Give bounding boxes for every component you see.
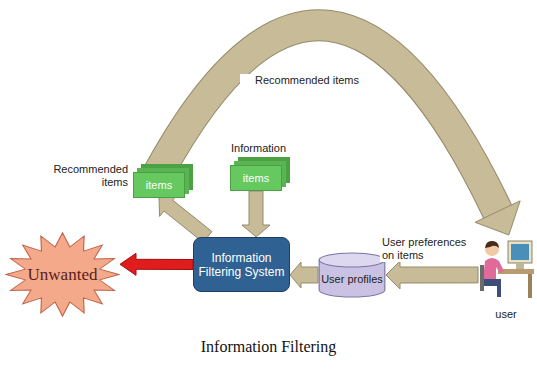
arrow-body (159, 25, 498, 211)
desk-leg (528, 274, 532, 298)
block-arrow (242, 191, 270, 237)
node-heading: Recommended items (48, 163, 128, 189)
edge-label: Recommended items (240, 74, 374, 87)
shirt (483, 258, 504, 279)
arrow-shape (386, 261, 478, 289)
chair (480, 265, 484, 291)
node-heading: Information (231, 142, 286, 154)
screen (511, 244, 529, 260)
process-box: Information Filtering System (193, 237, 290, 292)
cylinder-top (319, 253, 385, 267)
starburst-outline (6, 233, 119, 316)
monitor (508, 241, 532, 263)
block-arrow (290, 262, 318, 288)
block-arrow (159, 195, 212, 243)
node-text: user (495, 308, 516, 320)
arrow-outline (159, 25, 498, 211)
item-stack: Informationitems (230, 165, 282, 191)
monitor-stand (516, 263, 524, 269)
arrow-shape (159, 195, 212, 243)
figure-caption: Information Filtering (0, 338, 537, 356)
node-text: User profiles (321, 273, 383, 286)
user-figure: user (478, 235, 534, 320)
arrow-shape (242, 191, 270, 237)
block-arrow (386, 261, 478, 289)
hair (485, 241, 499, 248)
arrow-shape (290, 262, 318, 288)
item-stack: Recommended itemsitems (133, 172, 185, 198)
block-arrow (120, 253, 193, 275)
desk (498, 269, 534, 274)
starburst: Unwanted (5, 232, 120, 317)
shin (497, 279, 501, 297)
node-text: Unwanted (28, 265, 98, 285)
node-text: items (243, 172, 269, 184)
edge-label: User preferences on items (380, 236, 478, 262)
user-illustration (478, 235, 534, 301)
arrow-head (475, 201, 520, 235)
curved-arrow (159, 25, 520, 235)
node-text: Information Filtering System (198, 251, 285, 279)
node-text: items (146, 179, 172, 191)
arrow-shape (120, 253, 193, 275)
database-cylinder: User profiles (318, 252, 386, 298)
